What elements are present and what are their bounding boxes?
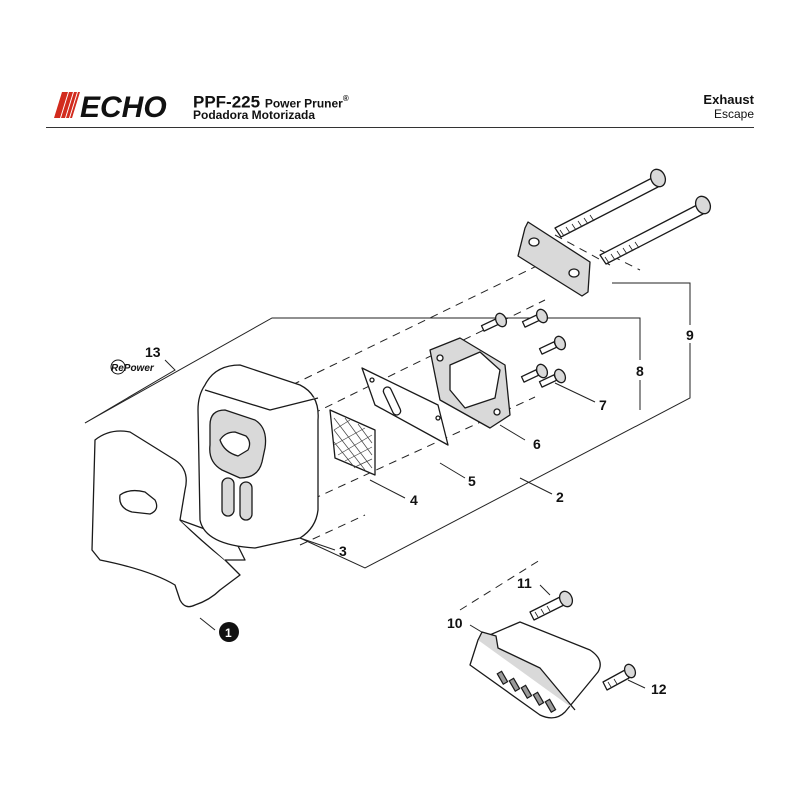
alignment-line-bolt-a [554,234,611,266]
alignment-line-cover [459,559,541,611]
screw-7e [538,368,567,388]
screw-7a [480,312,508,332]
adapter-hole-a [436,354,444,362]
screw-11 [529,590,574,621]
gasket-slot [382,386,402,416]
registered-mark: ® [342,94,349,103]
long-bolt-b [599,195,712,265]
gasket-hole-a [369,377,375,383]
repower-text: RePower [111,363,155,374]
screws-7 [480,308,567,388]
callout-10: 10 [447,615,463,631]
plate-8-hole-b [568,268,580,278]
screw-12 [602,663,637,691]
gasket-plate [361,367,449,446]
plate-8-body [517,221,591,297]
cover-10-vents [496,670,557,714]
callout-8: 8 [636,363,644,379]
muffler-slot-right [239,481,253,521]
plate-8 [517,221,591,297]
muffler [197,364,319,549]
screen-mesh [333,417,373,471]
exhaust-adapter [429,337,511,429]
callout-9: 9 [686,327,694,343]
screen [329,409,376,476]
leader-5 [439,462,466,479]
callout-4: 4 [410,492,418,508]
leader-9-bottom [299,343,691,569]
screw-7d [520,363,549,383]
callout-3: 3 [339,543,347,559]
leader-4 [369,479,406,499]
muffler-port [219,431,251,457]
alignment-line-bottom [299,514,366,546]
repower-icon [110,359,126,375]
leader-2 [519,477,553,495]
long-bolt-a [554,168,667,238]
muffler-flange [204,389,319,411]
leader-7 [554,382,596,403]
adapter-hole-b [493,408,501,416]
adapter-window [449,351,501,409]
screw-7b [521,308,549,328]
header-rule [46,127,754,128]
heat-shield-port [119,489,158,515]
repower-badge: RePower [110,359,155,375]
callout-2: 2 [556,489,564,505]
echo-logo: ECHO [46,86,186,122]
heat-shield [91,430,246,608]
model-title: PPF-225 Power Pruner® [193,90,349,113]
screw-7c [538,335,567,355]
echo-logo-graphic: ECHO [54,91,167,122]
callout-12: 12 [651,681,667,697]
leader-3 [299,537,336,551]
muffler-slot-left [221,477,235,517]
callout-5: 5 [468,473,476,489]
leader-1 [199,617,216,631]
callout-1-disc [219,622,239,642]
gasket [361,367,449,446]
leader-9-top [612,282,691,325]
section-title-es: Escape [713,107,754,121]
echo-logo-text: ECHO [80,91,167,122]
callouts: 1 2 3 4 5 6 7 8 9 10 11 12 13 [145,327,694,697]
leader-12 [627,679,646,689]
section-title-en: Exhaust [703,92,754,107]
callout-6: 6 [533,436,541,452]
leader-13 [84,359,176,424]
model-name: Power Pruner [264,96,343,111]
callout-13: 13 [145,344,161,360]
leader-8-top [84,317,641,424]
leader-6 [499,424,526,441]
plate-8-hole-a [528,237,540,247]
cover-10-edge [477,631,576,711]
callout-7: 7 [599,397,607,413]
alignment-line-upper [291,261,546,386]
model-code: PPF-225 [193,92,261,112]
section-title: Exhaust Escape [703,92,754,122]
leader-lines [84,282,691,689]
heat-shield-plate [91,430,241,608]
leader-11 [539,584,551,596]
gasket-hole-b [435,415,441,421]
model-name-es: Podadora Motorizada [193,108,316,122]
header: ECHO PPF-225 Power Pruner® Podadora Moto… [0,0,800,130]
long-bolts [554,168,712,265]
cover-10 [469,621,601,719]
callout-1: 1 [225,626,232,640]
callout-11: 11 [517,575,532,591]
